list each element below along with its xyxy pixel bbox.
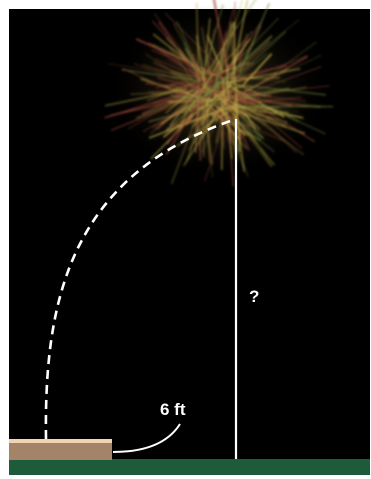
- firework-ray: [176, 71, 203, 97]
- firework-ray: [243, 53, 273, 85]
- firework-ray: [234, 55, 308, 84]
- firework-ray: [171, 70, 201, 80]
- firework-ray: [214, 0, 225, 83]
- firework-ray: [197, 73, 225, 102]
- firework-ray: [219, 96, 249, 177]
- firework-ray: [202, 100, 214, 178]
- firework-ray: [150, 84, 208, 134]
- firework-ray: [240, 41, 317, 98]
- firework-ray: [220, 77, 266, 97]
- firework-ray: [152, 20, 193, 68]
- firework-ray: [245, 103, 299, 113]
- firework-ray: [155, 58, 199, 78]
- firework-ray: [164, 82, 224, 87]
- firework-ray: [222, 19, 300, 82]
- firework-ray: [209, 55, 243, 84]
- firework-ray: [200, 95, 205, 127]
- firework-ray: [209, 101, 236, 156]
- firework-ray: [104, 88, 187, 107]
- firework-ray: [224, 90, 272, 97]
- launch-platform-top: [9, 439, 112, 443]
- platform-height-callout-line: [112, 423, 181, 453]
- firework-ray: [230, 42, 255, 77]
- firework-ray: [203, 0, 257, 76]
- height-unknown-label: ?: [249, 287, 259, 306]
- launch-platform: [9, 443, 112, 460]
- firework-ray: [234, 90, 303, 149]
- firework-ray: [235, 85, 241, 152]
- firework-ray: [142, 64, 200, 83]
- firework-ray: [217, 93, 273, 168]
- firework-ray: [185, 100, 207, 126]
- firework-ray: [156, 86, 207, 130]
- firework-ray: [233, 95, 326, 108]
- firework-ray: [183, 106, 222, 166]
- firework-ray: [212, 0, 231, 78]
- firework-ray: [182, 87, 216, 113]
- firework-ray: [218, 84, 245, 97]
- ground: [9, 459, 370, 475]
- firework-ray: [157, 77, 220, 95]
- firework-ray: [160, 101, 196, 125]
- firework-ray: [225, 98, 287, 127]
- firework-ray: [200, 31, 253, 90]
- firework-ray: [206, 25, 238, 76]
- firework-ray: [232, 106, 280, 115]
- firework-ray: [166, 91, 209, 145]
- firework-ray: [228, 119, 234, 145]
- firework-ray: [173, 23, 206, 81]
- firework-ray: [200, 4, 224, 83]
- trajectory-arc: [44, 117, 237, 440]
- firework-ray: [225, 107, 306, 134]
- firework-ray: [208, 36, 253, 74]
- firework-ray: [190, 96, 202, 151]
- firework-ray: [234, 98, 321, 108]
- firework-ray: [233, 21, 236, 86]
- firework-ray: [167, 97, 225, 103]
- firework-ray: [155, 80, 193, 89]
- firework-ray: [168, 94, 227, 129]
- firework-ray: [231, 111, 275, 166]
- firework-ray: [212, 109, 286, 143]
- firework-ray: [133, 63, 207, 91]
- firework-ray: [244, 112, 257, 130]
- firework-ray: [165, 89, 194, 114]
- firework-ray: [196, 35, 206, 83]
- firework-ray: [204, 101, 211, 163]
- platform-height-label: 6 ft: [160, 400, 186, 419]
- firework-burst-icon: [104, 0, 334, 187]
- firework-ray: [187, 51, 204, 82]
- firework-ray: [146, 77, 206, 101]
- firework-ray: [224, 31, 287, 88]
- firework-ray: [152, 62, 192, 80]
- firework-ray: [228, 54, 322, 100]
- firework-ray: [213, 48, 225, 92]
- firework-ray: [183, 41, 198, 77]
- firework-ray: [148, 105, 234, 139]
- firework-ray: [205, 40, 271, 101]
- firework-ray: [207, 35, 273, 95]
- firework-ray: [228, 85, 330, 98]
- firework-ray: [235, 94, 297, 153]
- firework-ray: [165, 102, 199, 156]
- firework-ray: [244, 66, 322, 96]
- firework-ray: [110, 92, 204, 131]
